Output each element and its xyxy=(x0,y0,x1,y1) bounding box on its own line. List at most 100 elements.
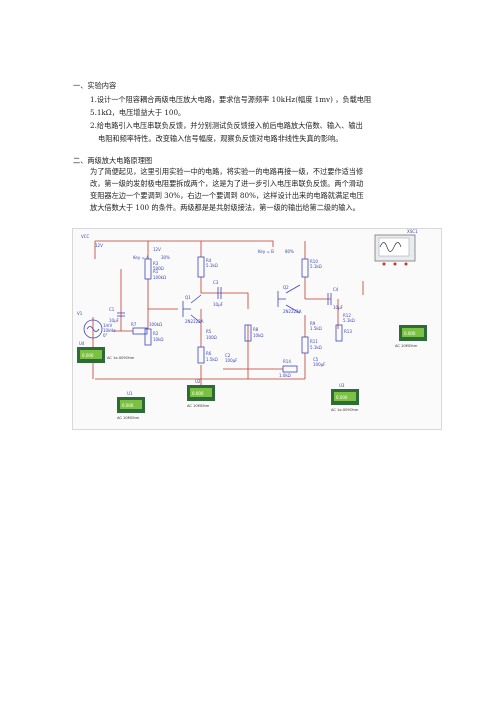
section1-item1-line2: 5.1kΩ，电压增益大于 100。 xyxy=(90,108,186,117)
r5-value: 100Ω xyxy=(206,335,217,340)
source-amplitude: 1mV xyxy=(103,323,112,328)
source-phase: 0° xyxy=(103,333,108,338)
r8-label: R8 xyxy=(253,327,259,332)
section1-item2-line2: 电阻和频率特性。改变输入信号幅度，观察负反馈对电路非线性失真的影响。 xyxy=(98,134,343,143)
vdd1-label: 12V xyxy=(153,247,161,252)
r11-resistor xyxy=(301,336,309,354)
r2-label: R2 xyxy=(153,331,159,336)
section2-para-line3: 变阻器左边一个要调到 30%，右边一个要调到 80%，这样设计出来的电路就满足电… xyxy=(90,191,364,200)
circuit-schematic: VCC 12V 12V Key = A 30% Key = B 80% R3 5… xyxy=(72,228,442,430)
r8-value: 10kΩ xyxy=(253,333,263,338)
wires xyxy=(92,240,364,389)
q1-value: 2N2222A xyxy=(185,319,204,324)
meter-u3-setting: AC 1e-009Ohm xyxy=(331,408,359,412)
r6-value: 1.5kΩ xyxy=(206,357,218,362)
meter-u4-setting: AC 1e-009Ohm xyxy=(107,356,135,360)
q1-label: Q1 xyxy=(185,295,191,300)
section1-heading: 一、实验内容 xyxy=(73,81,117,90)
r6-label: R6 xyxy=(206,351,212,356)
r4-label: R4 xyxy=(206,258,212,263)
section2-para-line2: 改，第一级的发射极电阻要拆成两个，这是为了进一步引入电压串联负反馈。两个滑动 xyxy=(90,179,364,188)
meter-u4-left xyxy=(77,347,105,363)
meter-u5-value: 0.000 xyxy=(404,331,416,336)
meter-u3-bottom xyxy=(331,389,359,405)
q2-value: 2N2222A xyxy=(283,309,302,314)
meter-u1-setting: AC 10MOhm xyxy=(117,416,140,420)
section2-para-line1: 为了简便起见，这里引用实验一中的电路，将实验一的电路再接一级，不过要作适当修 xyxy=(90,167,364,176)
r10-value: 5.1kΩ xyxy=(310,264,322,269)
u4-label: U4 xyxy=(79,341,85,346)
q2-label: Q2 xyxy=(283,285,289,290)
schematic-svg: VCC 12V 12V Key = A 30% Key = B 80% R3 5… xyxy=(77,229,427,420)
c5-value: 100µF xyxy=(313,362,326,367)
r5-label: R5 xyxy=(206,329,212,334)
section2-heading: 二、两级放大电路原理图 xyxy=(73,156,153,165)
r1-label: R1 xyxy=(153,269,159,274)
u3-label: U3 xyxy=(339,383,345,388)
c1-label: C1 xyxy=(109,307,115,312)
section1-item1-line1: 1.设计一个阻容耦合两级电压放大电路，要求信号源频率 10kHz(幅度 1mv)… xyxy=(90,95,372,104)
oscilloscope-xsc1 xyxy=(374,234,416,266)
c3-label: C3 xyxy=(213,280,219,285)
r14-label: R14 xyxy=(283,359,291,364)
r2-value: 10kΩ xyxy=(153,337,163,342)
source-frequency: 10kHz xyxy=(103,328,116,333)
key-b-label: Key = B xyxy=(258,249,274,254)
meter-u4-value: 0.000 xyxy=(82,353,94,358)
c5-label: C5 xyxy=(313,357,319,362)
c4-label: C4 xyxy=(333,287,339,292)
c3-value: 10µF xyxy=(213,302,224,307)
r10-label: R10 xyxy=(310,259,318,264)
r7-resistor xyxy=(132,327,148,335)
c2-label: C2 xyxy=(225,353,231,358)
r9-value: 1.5kΩ xyxy=(310,326,322,331)
r12-label: R12 xyxy=(343,313,351,318)
r6-resistor xyxy=(197,346,205,364)
meter-u5-right xyxy=(399,325,427,341)
r4-resistor xyxy=(197,256,205,278)
components xyxy=(83,256,343,373)
meter-u2-setting: AC 10MOhm xyxy=(187,404,210,408)
scope-wave-icon xyxy=(379,242,402,252)
c1-value: 10µF xyxy=(109,318,120,323)
r14-resistor xyxy=(282,365,298,373)
u2-label: U2 xyxy=(195,379,201,384)
r8-resistor xyxy=(244,324,252,342)
component-labels: VCC 12V 12V Key = A 30% Key = B 80% R3 5… xyxy=(77,229,418,396)
meter-settings: AC 1e-009Ohm AC 10MOhm AC 10MOhm AC 1e-0… xyxy=(107,344,418,420)
r4-value: 5.1kΩ xyxy=(206,263,218,268)
source-v1-symbol xyxy=(83,319,103,339)
r13-label: R13 xyxy=(344,329,352,334)
c2-value: 100µF xyxy=(225,358,238,363)
vcc-voltage-label: 12V xyxy=(95,243,103,248)
r13-resistor xyxy=(335,324,343,342)
section1-item2-line1: 2.给电路引入电压串联负反馈，并分别测试负反馈接入前后电路放大倍数、输入、输出 xyxy=(90,121,363,130)
r10-resistor xyxy=(301,258,309,278)
r1-resistor xyxy=(144,258,152,280)
meter-u1-bottom xyxy=(117,397,145,413)
c4-value: 10µF xyxy=(333,305,344,310)
section2-para-line4: 放大倍数大于 100 的条件。两级都是是共射级接法，第一级的输出给第二级的输入。 xyxy=(90,203,360,212)
r7-value: 100kΩ xyxy=(149,322,162,327)
r3-label: R3 xyxy=(153,261,159,266)
sine-wave-icon xyxy=(86,326,100,332)
pct-80-label: 80% xyxy=(285,249,294,254)
r11-label: R11 xyxy=(310,339,318,344)
xsc1-label: XSC1 xyxy=(407,229,418,234)
pct-30-label: 30% xyxy=(161,255,170,260)
meter-u1-value: 0.000 xyxy=(122,403,134,408)
r7-label: R7 xyxy=(131,322,137,327)
q1-transistor-icon xyxy=(182,294,202,324)
r14-value: 1.0kΩ xyxy=(279,373,291,378)
r2-resistor xyxy=(144,328,152,346)
r3-value: 500Ω xyxy=(153,266,164,271)
meter-u3-value: 0.000 xyxy=(336,395,348,400)
meter-readouts: 0.000 0.000 0.000 0.000 0.000 xyxy=(82,331,416,408)
r1-value: 100kΩ xyxy=(153,275,166,280)
r12-value: 5.1kΩ xyxy=(343,318,355,323)
vcc-label: VCC xyxy=(81,234,90,239)
meter-u5-setting: AC 10MOhm xyxy=(395,344,418,348)
u1-label: U1 xyxy=(127,391,133,396)
key-a-label: Key = A xyxy=(133,255,149,260)
